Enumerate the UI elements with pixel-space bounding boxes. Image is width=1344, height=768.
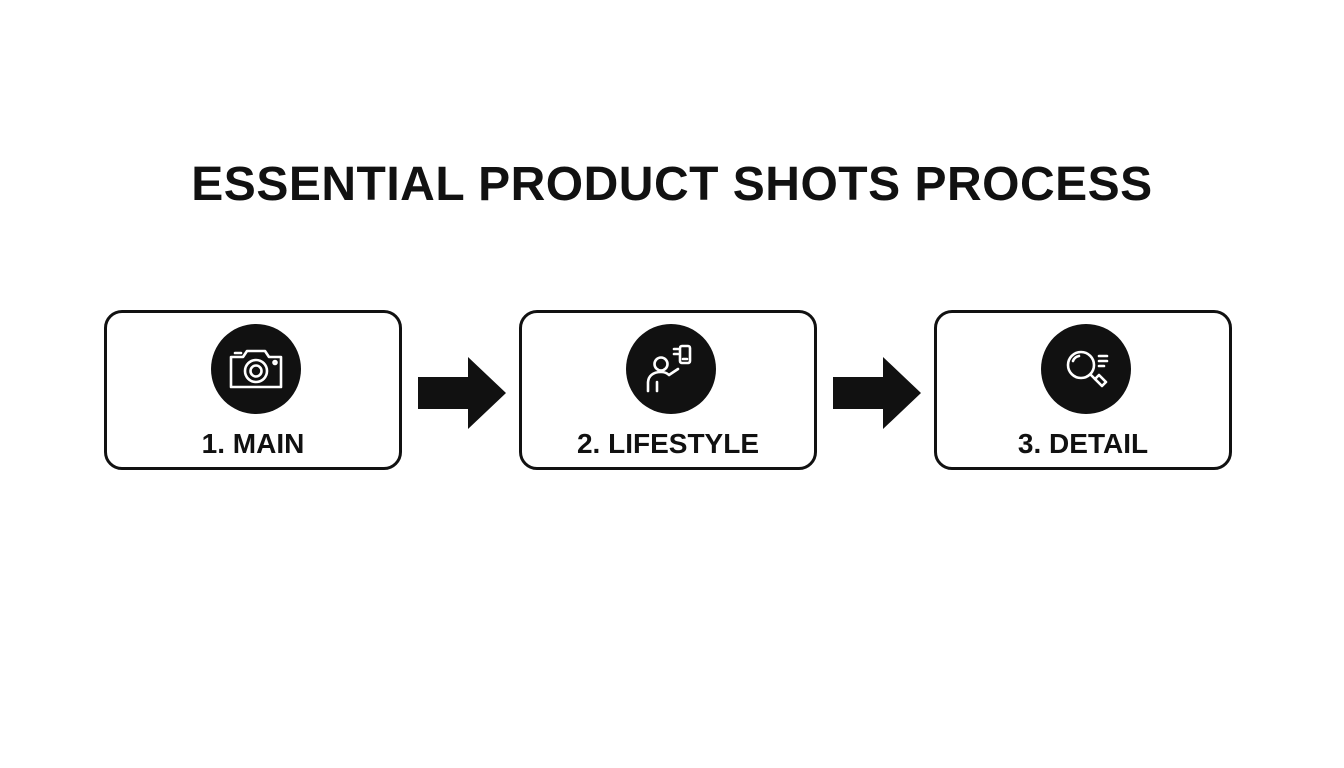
magnifier-detail-icon — [1041, 324, 1131, 414]
arrow-right-icon — [418, 357, 506, 429]
step-lifestyle: 2. LIFESTYLE — [519, 310, 817, 470]
step-detail: 3. DETAIL — [934, 310, 1232, 470]
camera-icon — [211, 324, 301, 414]
arrow-right-icon — [833, 357, 921, 429]
diagram-title: ESSENTIAL PRODUCT SHOTS PROCESS — [191, 158, 1153, 211]
step-label: 1. MAIN — [201, 428, 305, 459]
step-main: 1. MAIN — [104, 310, 402, 470]
person-with-phone-icon — [626, 324, 716, 414]
step-label: 3. DETAIL — [1017, 428, 1149, 459]
step-label: 2. LIFESTYLE — [576, 428, 760, 459]
